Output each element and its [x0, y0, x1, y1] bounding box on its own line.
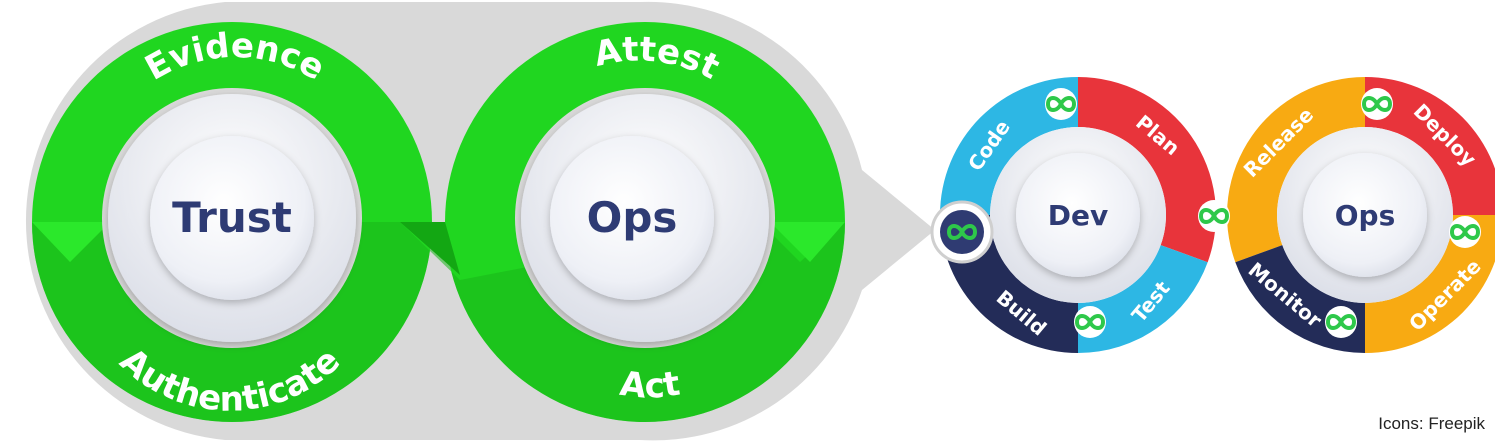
segment-test	[1078, 245, 1208, 353]
ops-hub: Ops	[521, 94, 769, 342]
infinity-icon	[1198, 200, 1230, 232]
infinity-icon	[1045, 88, 1077, 120]
svg-text:Act: Act	[618, 364, 683, 407]
dev-hub: Dev	[990, 127, 1166, 303]
dev-hub-label: Dev	[1048, 199, 1108, 232]
infinity-icon	[1325, 306, 1357, 338]
segment-operate	[1365, 215, 1495, 353]
segment-deploy	[1365, 77, 1495, 215]
infinity-icon	[930, 200, 994, 264]
devops-ops-hub-label: Ops	[1335, 199, 1396, 232]
ops-hub-label: Ops	[587, 193, 678, 242]
devops-ops-hub: Ops	[1277, 127, 1453, 303]
trust-hub-label: Trust	[172, 193, 292, 242]
trust-ops-diagram: Trust Ops Evidence Attest Authenticate A…	[25, 1, 935, 441]
infinity-icon	[1074, 306, 1106, 338]
devops-infinity-ring	[940, 77, 1495, 353]
segment-code	[940, 77, 1078, 215]
icon-credit: Icons: Freepik	[1378, 414, 1485, 433]
act-label: Act	[618, 364, 683, 407]
trust-hub: Trust	[108, 94, 356, 342]
segment-plan	[1078, 77, 1217, 263]
infinity-icon	[1361, 88, 1393, 120]
segment-release	[1226, 77, 1365, 263]
infinity-icon	[1449, 216, 1481, 248]
